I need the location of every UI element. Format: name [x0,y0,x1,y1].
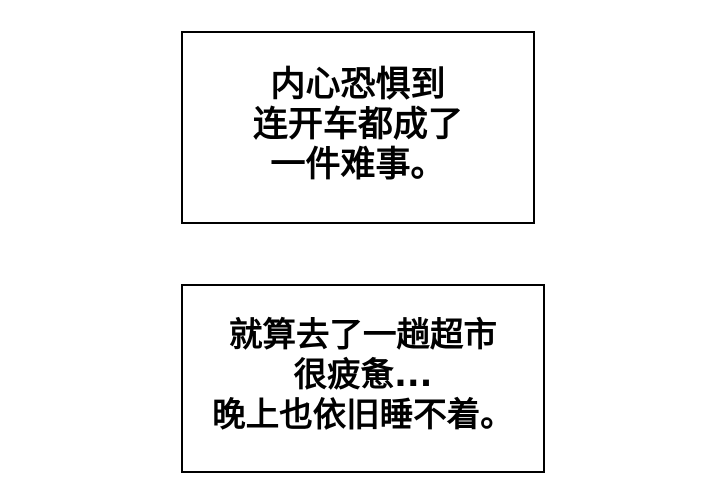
narration-text-line: 连开车都成了 [252,104,463,145]
narration-text-line: 内心恐惧到 [270,64,446,105]
narration-box-top: 内心恐惧到 连开车都成了 一件难事。 [181,31,535,224]
narration-box-bottom: 就算去了一趟超市 很疲惫... 晚上也依旧睡不着。 [181,284,545,473]
narration-text-line: 很疲惫... [293,354,433,394]
narration-text-line: 就算去了一趟超市 [229,314,497,354]
narration-text-line: 晚上也依旧睡不着。 [212,394,514,434]
narration-text-line: 一件难事。 [270,144,446,185]
